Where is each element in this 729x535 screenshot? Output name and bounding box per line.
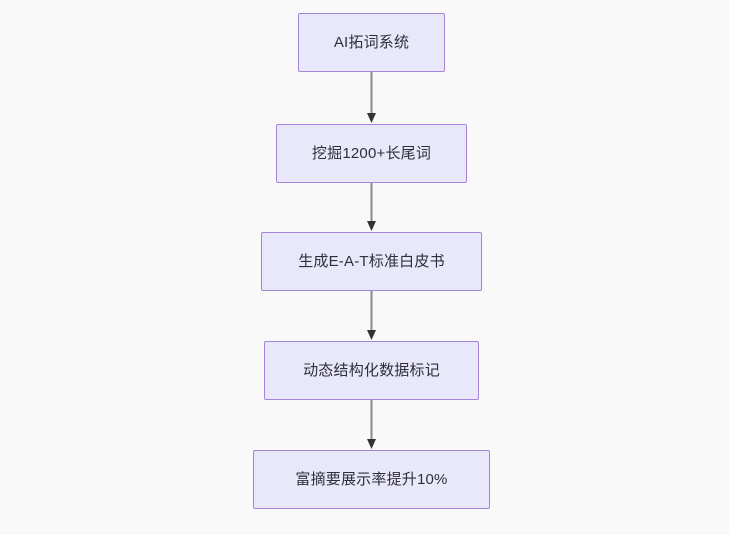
flow-node-label: AI拓词系统 bbox=[333, 33, 410, 51]
flow-node-generate-eat-whitepaper[interactable]: 生成E-A-T标准白皮书 bbox=[261, 232, 482, 291]
flow-node-label: 挖掘1200+长尾词 bbox=[311, 144, 432, 162]
flow-node-ai-keyword-system[interactable]: AI拓词系统 bbox=[298, 13, 445, 72]
flow-node-label: 富摘要展示率提升10% bbox=[295, 470, 448, 488]
flow-node-rich-snippet-rate-increase[interactable]: 富摘要展示率提升10% bbox=[253, 450, 490, 509]
flow-node-label: 生成E-A-T标准白皮书 bbox=[298, 252, 445, 270]
flow-node-dynamic-structured-data-markup[interactable]: 动态结构化数据标记 bbox=[264, 341, 479, 400]
flow-node-label: 动态结构化数据标记 bbox=[303, 361, 440, 379]
flow-node-mine-longtail-keywords[interactable]: 挖掘1200+长尾词 bbox=[276, 124, 467, 183]
